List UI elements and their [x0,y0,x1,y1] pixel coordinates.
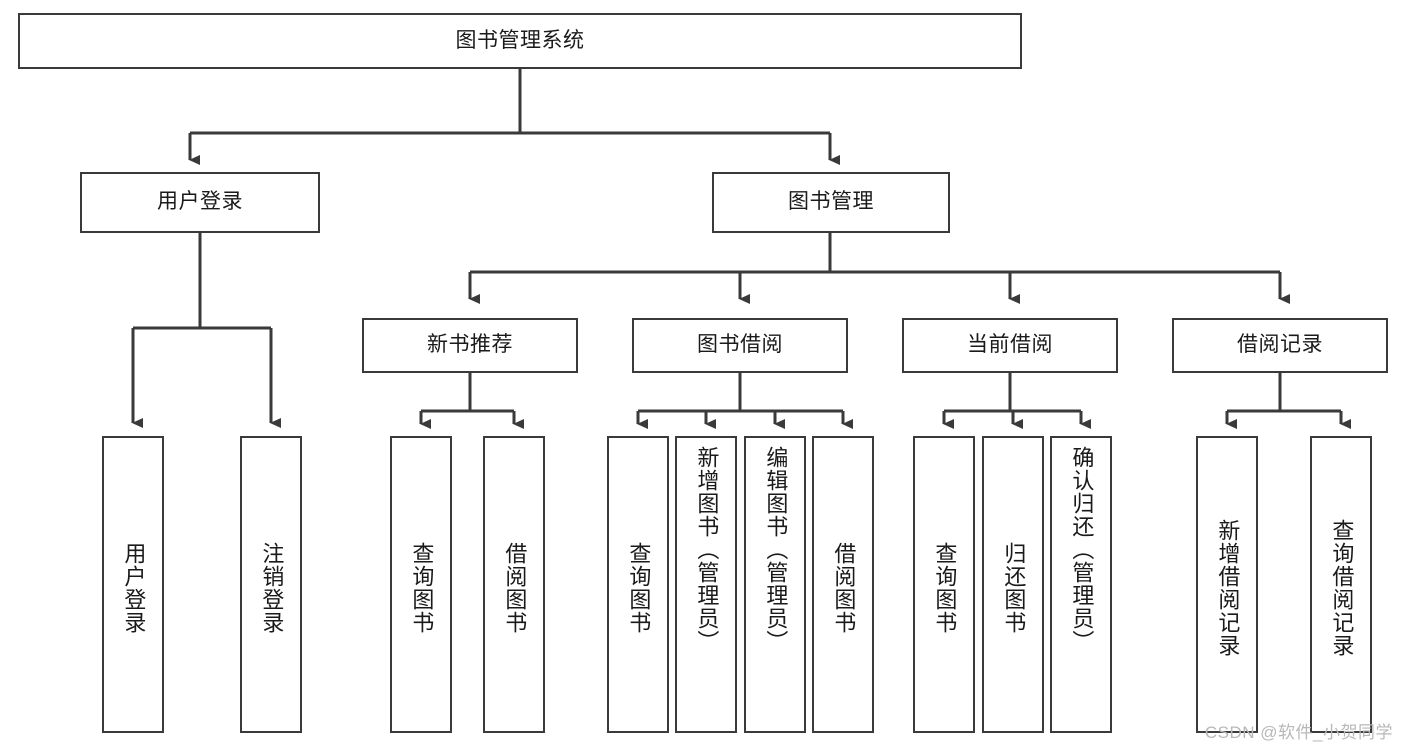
leaf-current-query-book[interactable]: 查询图书 [913,436,975,733]
node-root-book-management-system[interactable]: 图书管理系统 [18,13,1022,69]
node-label-current-borrow: 当前借阅 [967,333,1053,357]
node-new-book-recommend[interactable]: 新书推荐 [362,318,578,373]
leaf-borrow-edit-book-admin[interactable]: 编辑图书（管理员） [744,436,806,733]
leaf-new-book-borrow[interactable]: 借阅图书 [483,436,545,733]
leaf-label-borrow-query-book: 查询图书 [626,541,652,634]
leaf-label-current-query-book: 查询图书 [932,541,958,634]
leaf-label-borrow-edit-book-admin: 编辑图书（管理员） [763,446,789,653]
leaf-label-record-query-borrow-record: 查询借阅记录 [1329,518,1355,657]
leaf-label-current-confirm-return-admin: 确认归还（管理员） [1069,446,1095,653]
node-current-borrow[interactable]: 当前借阅 [902,318,1118,373]
node-book-borrow[interactable]: 图书借阅 [632,318,848,373]
leaf-user-login-logout[interactable]: 注销登录 [240,436,302,733]
node-label-book-borrow: 图书借阅 [697,333,783,357]
node-label-borrow-record: 借阅记录 [1237,333,1323,357]
leaf-label-current-return-book: 归还图书 [1001,541,1027,634]
leaf-record-query-borrow-record[interactable]: 查询借阅记录 [1310,436,1372,733]
leaf-record-add-borrow-record[interactable]: 新增借阅记录 [1196,436,1258,733]
leaf-current-confirm-return-admin[interactable]: 确认归还（管理员） [1050,436,1112,733]
node-user-login[interactable]: 用户登录 [80,172,320,233]
leaf-borrow-add-book-admin[interactable]: 新增图书（管理员） [675,436,737,733]
leaf-label-new-book-borrow: 借阅图书 [502,541,528,634]
leaf-label-record-add-borrow-record: 新增借阅记录 [1215,518,1241,657]
node-label-user-login: 用户登录 [157,190,243,214]
leaf-label-borrow-borrow-book: 借阅图书 [831,541,857,634]
node-label-root: 图书管理系统 [455,28,585,52]
leaf-current-return-book[interactable]: 归还图书 [982,436,1044,733]
node-borrow-record[interactable]: 借阅记录 [1172,318,1388,373]
leaf-new-book-query[interactable]: 查询图书 [390,436,452,733]
watermark-text: CSDN @软件_小贺同学 [1204,723,1393,742]
leaf-user-login-login[interactable]: 用户登录 [102,436,164,733]
leaf-label-user-login-login: 用户登录 [121,541,147,634]
node-book-management[interactable]: 图书管理 [712,172,950,233]
leaf-borrow-query-book[interactable]: 查询图书 [607,436,669,733]
leaf-borrow-borrow-book[interactable]: 借阅图书 [812,436,874,733]
leaf-label-borrow-add-book-admin: 新增图书（管理员） [694,446,720,653]
node-label-book-management: 图书管理 [788,190,874,214]
leaf-label-user-login-logout: 注销登录 [259,541,285,634]
leaf-label-new-book-query: 查询图书 [409,541,435,634]
node-label-new-book-recommend: 新书推荐 [427,333,513,357]
